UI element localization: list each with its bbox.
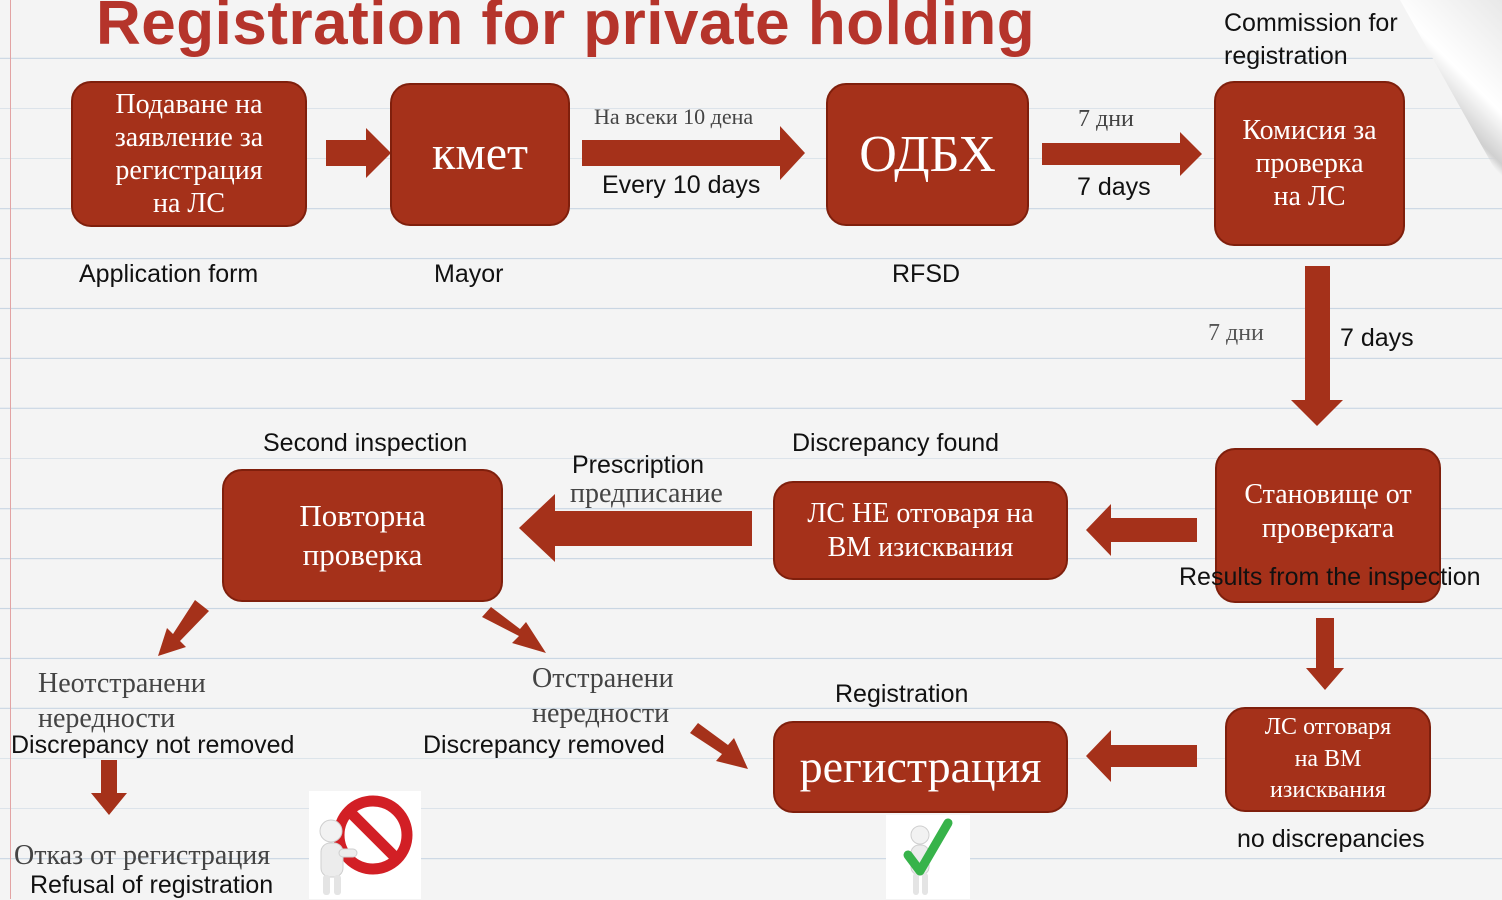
arrow-opinion-to-discrepancy [1086, 504, 1197, 556]
arrow-not-removed-to-refusal [91, 760, 127, 815]
compliant-box: ЛС отговаря на ВМ изисквания [1225, 707, 1431, 812]
not-removed-en-label: Discrepancy not removed [11, 731, 295, 759]
compliant-box-text: ЛС отговаря на ВМ изисквания [1264, 713, 1392, 804]
opinion-box-text: Становище от проверката [1244, 479, 1412, 544]
registration-box-text: регистрация [799, 740, 1042, 792]
prescription-bg-label: предписание [570, 478, 723, 509]
arrow-application-to-mayor [326, 128, 391, 178]
removed-en-label: Discrepancy removed [423, 731, 665, 759]
commission-box: Комисия за проверка на ЛС [1214, 81, 1405, 246]
arrow2-en-label: 7 days [1077, 173, 1151, 201]
removed-bg-label: Отстранени нередности [532, 663, 674, 729]
arrow-down-en-label: 7 days [1340, 324, 1414, 352]
second-inspection-label: Second inspection [263, 429, 468, 457]
refusal-bg-label: Отказ от регистрация [14, 840, 271, 871]
arrow-second-inspection-to-not-removed [158, 600, 209, 656]
page-title: Registration for private holding [96, 0, 1036, 58]
commission-box-text: Комисия за проверка на ЛС [1242, 114, 1377, 213]
discrepancy-box-text: ЛС НЕ отговаря на ВМ изисквания [807, 498, 1034, 563]
opinion-label: Results from the inspection [1179, 563, 1481, 591]
opinion-box: Становище от проверката [1215, 448, 1441, 603]
mayor-box-text: кмет [432, 127, 528, 181]
odbh-box: ОДБХ [826, 83, 1029, 226]
arrow-mayor-to-odbh [582, 126, 805, 180]
arrow-compliant-to-registration [1086, 730, 1197, 782]
checkmark-figure-icon [886, 815, 970, 899]
refusal-en-label: Refusal of registration [30, 871, 274, 899]
mayor-box: кмет [390, 83, 570, 226]
arrow-opinion-to-compliant [1306, 618, 1344, 690]
prescription-en-label: Prescription [572, 451, 704, 479]
arrow1-bg-label: На всеки 10 дена [594, 104, 754, 129]
application-box-text: Подаване на заявление за регистрация на … [114, 88, 264, 220]
prohibited-sign-figure-icon [309, 791, 421, 899]
application-label: Application form [79, 260, 259, 288]
arrow1-en-label: Every 10 days [602, 171, 761, 199]
arrow-commission-to-opinion [1291, 266, 1343, 426]
arrow-second-inspection-to-removed [482, 607, 546, 653]
odbh-label: RFSD [892, 260, 961, 288]
arrow2-bg-label: 7 дни [1078, 106, 1134, 132]
second-inspection-box-text: Повторна проверка [299, 497, 426, 572]
second-inspection-box: Повторна проверка [222, 469, 503, 602]
registration-label: Registration [835, 680, 969, 708]
compliant-label: no discrepancies [1237, 825, 1425, 853]
mayor-label: Mayor [434, 260, 504, 288]
commission-label: Commission for registration [1224, 9, 1398, 70]
arrow-odbh-to-commission [1042, 132, 1202, 176]
arrow-down-bg-label: 7 дни [1208, 320, 1264, 346]
discrepancy-label: Discrepancy found [792, 429, 1000, 457]
arrow-discrepancy-to-second-inspection [519, 494, 752, 562]
odbh-box-text: ОДБХ [859, 125, 996, 183]
not-removed-bg-label: Неотстранени нередности [38, 668, 206, 734]
discrepancy-box: ЛС НЕ отговаря на ВМ изисквания [773, 481, 1068, 580]
registration-box: регистрация [773, 721, 1068, 813]
application-box: Подаване на заявление за регистрация на … [71, 81, 307, 227]
notebook-margin-line [10, 0, 11, 899]
arrow-removed-to-registration [690, 723, 748, 769]
